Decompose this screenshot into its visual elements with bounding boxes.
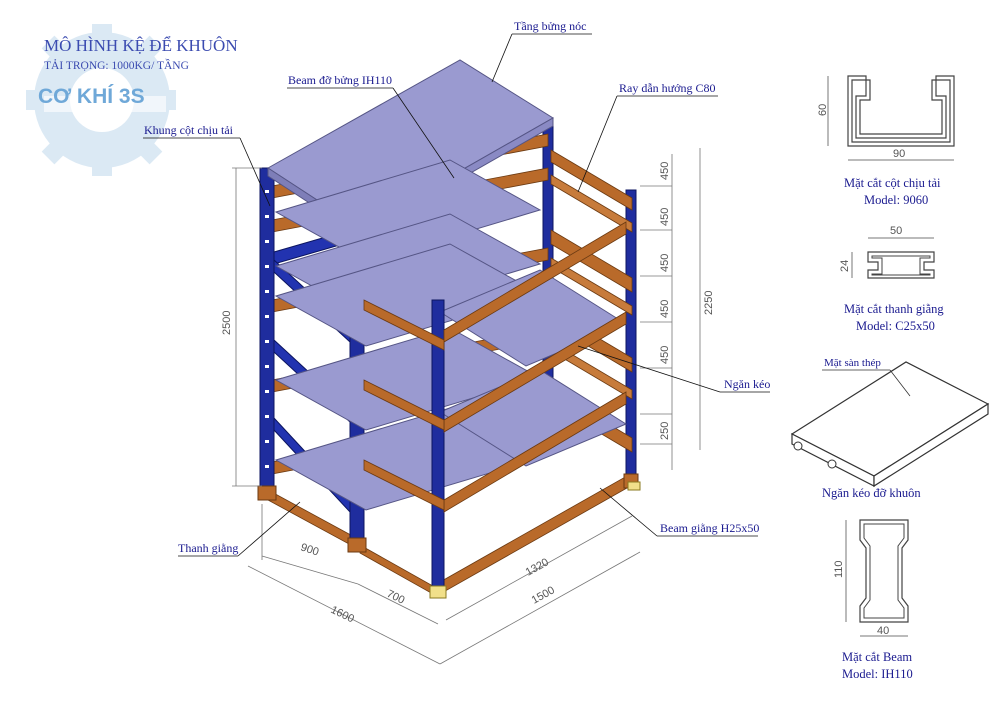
beam-section: 40 110 Mặt cắt Beam Model: IH110	[833, 519, 913, 681]
beam-caption-2: Model: IH110	[842, 667, 913, 681]
dim-step-2: 450	[659, 208, 671, 226]
drawer-detail: Mặt sàn thép Ngăn kéo đỡ khuôn	[790, 357, 990, 500]
page-subtitle: TẢI TRỌNG: 1000KG/ TẦNG	[44, 57, 189, 72]
brace-caption-1: Mặt cắt thanh giằng	[844, 302, 944, 316]
dim-700: 700	[385, 588, 407, 607]
column-caption-2: Model: 9060	[864, 193, 928, 207]
dim-step-1: 450	[659, 162, 671, 180]
beam-dim-h: 110	[833, 560, 845, 578]
drawer-caption: Ngăn kéo đỡ khuôn	[822, 486, 921, 500]
beam-caption-1: Mặt cắt Beam	[842, 650, 912, 664]
dim-1320: 1320	[524, 556, 551, 578]
rack-model	[257, 59, 641, 599]
dim-step-4: 450	[659, 300, 671, 318]
dimension-lines	[232, 148, 701, 665]
callout-labels: Tầng bửng nóc Beam đỡ bửng IH110 Ray dẫn…	[144, 19, 770, 555]
label-rail-c80: Ray dẫn hướng C80	[619, 81, 716, 95]
dim-1600: 1600	[329, 604, 356, 626]
dim-1500: 1500	[530, 584, 557, 606]
callout-leaders	[143, 33, 770, 557]
logo: CƠ KHÍ 3S	[26, 24, 176, 176]
dim-step-6: 250	[659, 422, 671, 440]
dim-900: 900	[299, 541, 320, 558]
shelves	[267, 59, 628, 511]
shelf-level-2	[274, 159, 542, 263]
label-top-deck: Tầng bửng nóc	[514, 19, 587, 33]
logo-text: CƠ KHÍ 3S	[38, 85, 145, 108]
column-section: 90 60 Mặt cắt cột chịu tải Model: 9060	[817, 75, 955, 207]
beam-dim-w: 40	[877, 625, 889, 637]
brace-caption-2: Model: C25x50	[856, 319, 935, 333]
label-beam-h25: Beam giằng H25x50	[660, 521, 759, 535]
drawer-surface-label: Mặt sàn thép	[824, 357, 881, 369]
brace-dim-h: 24	[839, 260, 851, 272]
dim-step-5: 450	[659, 346, 671, 364]
column-caption-1: Mặt cắt cột chịu tải	[844, 176, 941, 190]
dim-step-3: 450	[659, 254, 671, 272]
column-dim-w: 90	[893, 148, 905, 160]
dim-2500: 2500	[221, 311, 233, 335]
front-frame	[363, 221, 627, 599]
label-beam-ih110: Beam đỡ bửng IH110	[288, 73, 392, 87]
brace-section: 50 24 Mặt cắt thanh giằng Model: C25x50	[839, 225, 944, 333]
dim-2250: 2250	[703, 291, 715, 315]
label-drawer: Ngăn kéo	[724, 377, 770, 391]
page-title: MÔ HÌNH KỆ ĐỂ KHUÔN	[44, 36, 238, 55]
floor-beams	[267, 471, 635, 599]
brace-dim-w: 50	[890, 225, 902, 237]
label-frame: Khung cột chịu tải	[144, 123, 234, 137]
column-dim-h: 60	[817, 104, 829, 116]
label-brace: Thanh giằng	[178, 541, 238, 555]
